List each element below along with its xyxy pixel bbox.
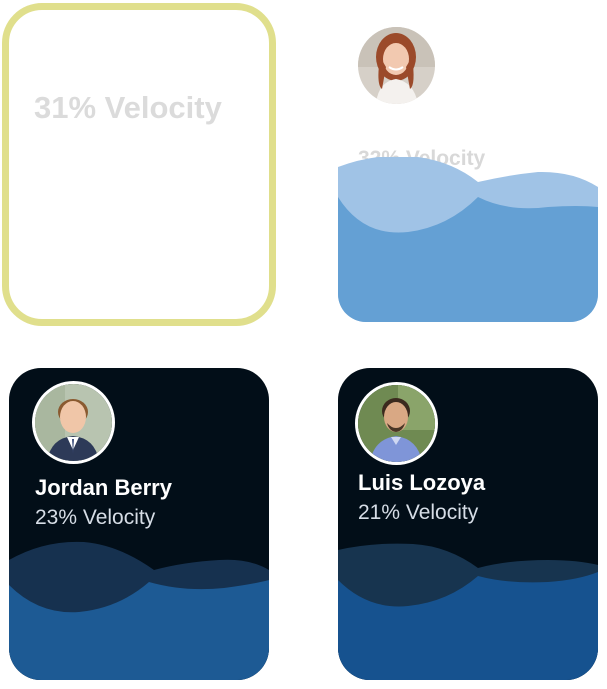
velocity-text: 23% Velocity (35, 506, 156, 529)
velocity-wave-chart (338, 540, 598, 680)
velocity-card-4[interactable]: Luis Lozoya 21% Velocity (338, 368, 598, 680)
velocity-wave-chart (338, 157, 598, 322)
velocity-card-1[interactable]: 31% Velocity (2, 3, 276, 326)
avatar (358, 385, 435, 462)
velocity-card-2[interactable]: 32% Velocity (338, 14, 598, 322)
avatar (358, 27, 435, 104)
front-wave (338, 572, 598, 680)
velocity-card-3[interactable]: Jordan Berry 23% Velocity (9, 368, 269, 680)
person-name: Luis Lozoya (358, 470, 486, 495)
front-wave (9, 580, 269, 680)
person-name: Jordan Berry (35, 475, 172, 500)
front-wave (338, 197, 598, 322)
avatar (35, 384, 112, 461)
velocity-text: 21% Velocity (358, 501, 479, 524)
velocity-wave-chart (9, 540, 269, 680)
velocity-text: 31% Velocity (34, 90, 222, 125)
